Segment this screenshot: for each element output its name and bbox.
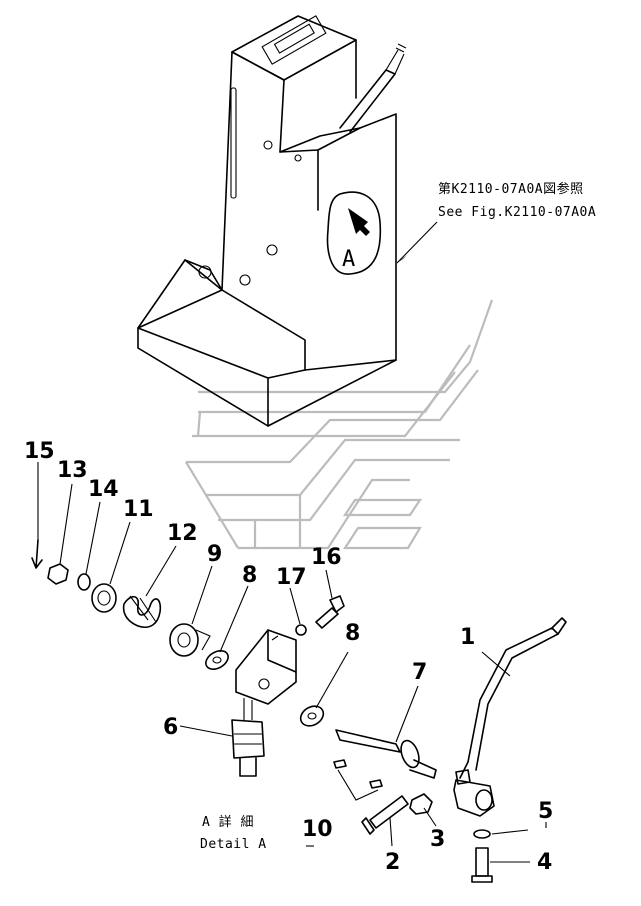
detail-tag-label: A <box>342 247 356 272</box>
part-number-13: 13 <box>57 458 88 483</box>
part-number-15: 15 <box>24 439 55 464</box>
part-number-labels: 1 2 3 4 5 6 7 8 8 9 10 11 12 13 14 15 16… <box>24 439 553 875</box>
leader-lines <box>37 462 547 863</box>
part-number-8-left: 8 <box>242 563 257 588</box>
reference-note-en: See Fig.K2110-07A0A <box>438 205 596 220</box>
part-number-17: 17 <box>276 565 307 590</box>
console-housing: A <box>137 15 438 427</box>
part-number-7: 7 <box>412 660 427 685</box>
part-number-1: 1 <box>460 625 475 650</box>
part-number-6: 6 <box>163 715 178 740</box>
part-number-11: 11 <box>123 497 154 522</box>
part-number-9: 9 <box>207 542 222 567</box>
part-number-10: 10 <box>302 817 333 842</box>
part-number-8-right: 8 <box>345 621 360 646</box>
detail-caption-en: Detail A <box>200 837 267 852</box>
detail-parts <box>31 539 567 883</box>
part-number-3: 3 <box>430 827 445 852</box>
part-number-5: 5 <box>538 799 553 824</box>
part-number-4: 4 <box>537 850 552 875</box>
part-number-14: 14 <box>88 477 119 502</box>
watermark-logo <box>185 299 494 550</box>
reference-note-jp: 第K2110-07A0A図参照 <box>438 181 584 197</box>
part-number-12: 12 <box>167 521 198 546</box>
detail-caption-jp: A 詳 細 <box>202 814 254 830</box>
part-number-2: 2 <box>385 850 400 875</box>
part-number-16: 16 <box>311 545 342 570</box>
